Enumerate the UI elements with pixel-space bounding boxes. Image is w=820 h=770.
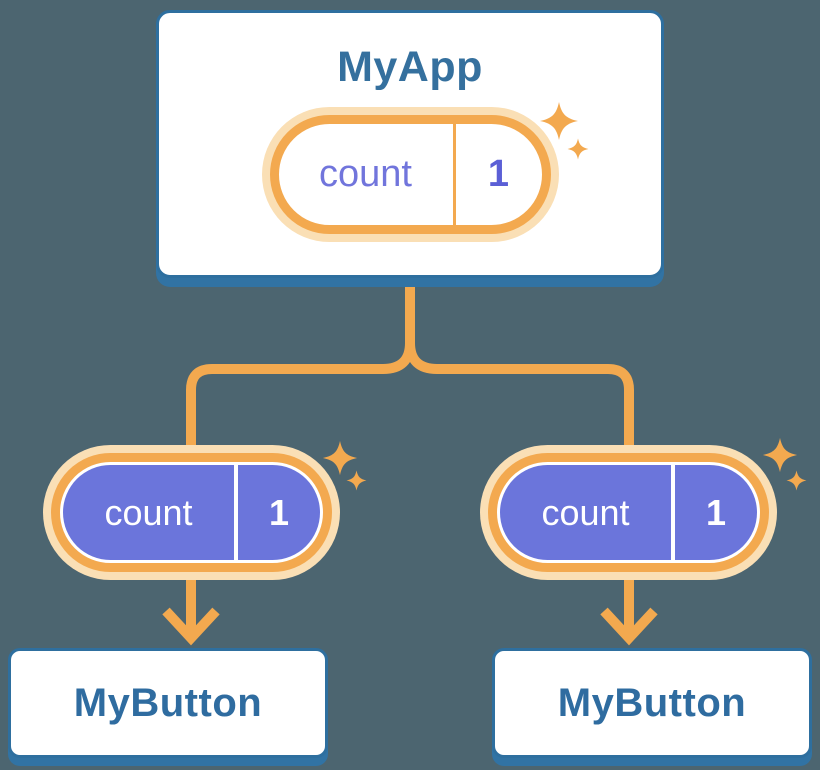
prop-value: 1 xyxy=(268,491,290,533)
sparkle-icon xyxy=(322,440,358,476)
sparkle-icon xyxy=(762,437,798,473)
node-title: MyButton xyxy=(557,680,747,725)
pill-divider xyxy=(671,465,675,560)
prop-label: count xyxy=(541,491,630,533)
sparkle-icon xyxy=(346,470,367,491)
prop-label: count xyxy=(104,491,193,533)
node-title: MyButton xyxy=(73,680,263,725)
sparkle-icon xyxy=(567,138,589,160)
state-pill-count: count 1 xyxy=(269,115,551,234)
arrow-down-left-icon xyxy=(162,607,220,646)
arrow-down-right-icon xyxy=(600,607,658,646)
pill-divider xyxy=(234,465,238,560)
state-value: 1 xyxy=(487,153,510,195)
node-mybutton-right: MyButton xyxy=(492,648,812,758)
prop-pill-count-right: count 1 xyxy=(488,453,769,572)
sparkle-icon xyxy=(540,102,578,140)
node-myapp: MyApp count 1 xyxy=(156,10,664,278)
state-label: count xyxy=(319,153,412,195)
node-title: MyApp xyxy=(337,43,483,91)
pill-divider xyxy=(452,124,456,225)
prop-value: 1 xyxy=(705,491,727,533)
sparkle-icon xyxy=(786,470,807,491)
edge-right xyxy=(405,285,634,634)
node-mybutton-left: MyButton xyxy=(8,648,328,758)
prop-pill-count-left: count 1 xyxy=(51,453,332,572)
